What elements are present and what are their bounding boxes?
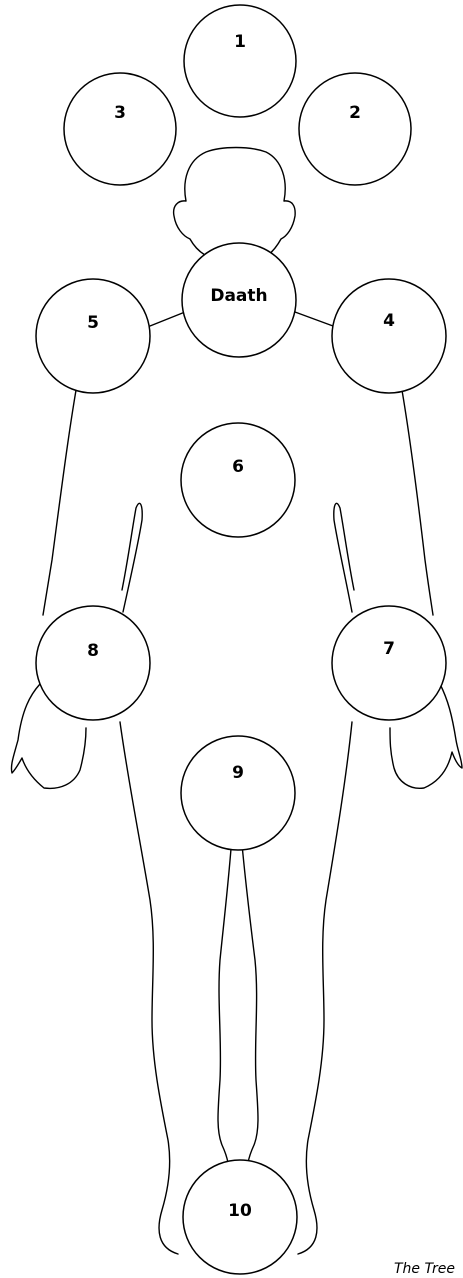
- sephirah-3: 3: [64, 73, 176, 185]
- sephirah-10-label: 10: [228, 1201, 252, 1221]
- sephirah-9-circle: [181, 736, 295, 850]
- sephirah-3-label: 3: [114, 103, 126, 123]
- sephirah-9: 9: [181, 736, 295, 850]
- sephirah-8-circle: [36, 606, 150, 720]
- right-body-outline: [298, 722, 352, 1254]
- sephirah-10: 10: [183, 1160, 297, 1274]
- sephirah-9-label: 9: [232, 763, 244, 783]
- sephirah-6-label: 6: [232, 457, 244, 477]
- right-outer-arm: [398, 368, 433, 615]
- sephirah-1-circle: [184, 5, 296, 117]
- caption: The Tree: [394, 1261, 455, 1277]
- right-inner-arm: [334, 503, 354, 612]
- sephirah-2-circle: [299, 73, 411, 185]
- sephirah-daath-label: Daath: [210, 286, 267, 306]
- sephirah-7: 7: [332, 606, 446, 720]
- sephirah-2-label: 2: [349, 103, 361, 123]
- left-body-outline: [120, 722, 178, 1254]
- sephirah-5-circle: [36, 279, 150, 393]
- sephirah-2: 2: [299, 73, 411, 185]
- left-inner-arm: [122, 503, 142, 612]
- sephirah-5: 5: [36, 279, 150, 393]
- sephirah-8: 8: [36, 606, 150, 720]
- sephirah-daath: Daath: [182, 243, 296, 357]
- sephirah-3-circle: [64, 73, 176, 185]
- sephirah-4-circle: [332, 279, 446, 393]
- sephirah-1: 1: [184, 5, 296, 117]
- sephirah-5-label: 5: [87, 313, 99, 333]
- sephirah-7-circle: [332, 606, 446, 720]
- sephirah-4: 4: [332, 279, 446, 393]
- right-inner-leg: [240, 822, 258, 1180]
- sephirah-6: 6: [181, 423, 295, 537]
- sephirah-8-label: 8: [87, 641, 99, 661]
- right-shoulder-line: [295, 312, 333, 326]
- sephirah-6-circle: [181, 423, 295, 537]
- left-shoulder-line: [150, 312, 185, 326]
- sephirah-7-label: 7: [383, 639, 395, 659]
- sephirah-4-label: 4: [383, 311, 395, 331]
- left-outer-arm: [43, 368, 80, 615]
- sephirah-1-label: 1: [234, 32, 246, 52]
- left-inner-leg: [218, 822, 233, 1180]
